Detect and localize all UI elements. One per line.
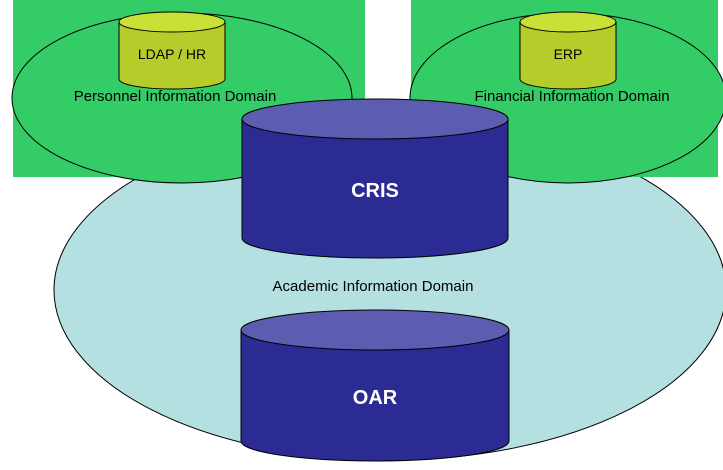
erp-label: ERP [554,46,583,62]
oar-label: OAR [353,387,398,409]
ldap-hr-cylinder [118,11,226,90]
oar-cylinder [240,309,510,462]
ldap-hr-label: LDAP / HR [138,46,206,62]
academic-domain-label: Academic Information Domain [273,278,474,295]
cris-cylinder [241,98,509,259]
erp-cylinder [519,11,617,90]
financial-domain-label: Financial Information Domain [474,88,669,105]
cris-label: CRIS [351,180,399,202]
personnel-domain-label: Personnel Information Domain [74,88,277,105]
